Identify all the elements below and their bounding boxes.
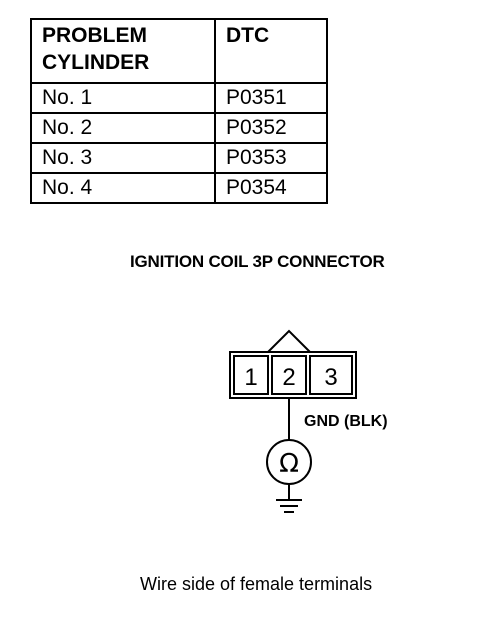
cylinder-cell: No. 4 bbox=[30, 172, 216, 204]
ohm-symbol: Ω bbox=[279, 449, 299, 479]
terminal-cavity-3 bbox=[309, 355, 353, 395]
header-problem-cylinder-text: PROBLEM CYLINDER bbox=[42, 24, 150, 74]
terminal-cavity-1 bbox=[233, 355, 269, 395]
dtc-cell: P0354 bbox=[214, 172, 328, 204]
header-problem-cylinder: PROBLEM CYLINDER bbox=[30, 18, 216, 84]
dtc-cell: P0352 bbox=[214, 112, 328, 144]
table-header-row: PROBLEM CYLINDER DTC bbox=[30, 18, 328, 84]
terminal-label-1: 1 bbox=[244, 364, 257, 391]
table-row: No. 3 P0353 bbox=[30, 142, 328, 174]
cylinder-cell: No. 2 bbox=[30, 112, 216, 144]
cylinder-cell: No. 1 bbox=[30, 82, 216, 114]
connector-housing bbox=[229, 351, 357, 399]
dtc-cell: P0353 bbox=[214, 142, 328, 174]
terminal-cavity-2 bbox=[271, 355, 307, 395]
ground-icon bbox=[276, 484, 302, 513]
table-row: No. 2 P0352 bbox=[30, 112, 328, 144]
table-row: No. 4 P0354 bbox=[30, 172, 328, 204]
dtc-table: PROBLEM CYLINDER DTC No. 1 P0351 No. 2 P… bbox=[30, 18, 328, 204]
dtc-cell: P0351 bbox=[214, 82, 328, 114]
terminal-label-3: 3 bbox=[324, 364, 337, 391]
terminal-label-2: 2 bbox=[282, 364, 295, 391]
caption: Wire side of female terminals bbox=[140, 574, 373, 594]
wire-label: GND (BLK) bbox=[304, 413, 388, 430]
table-row: No. 1 P0351 bbox=[30, 82, 328, 114]
header-dtc: DTC bbox=[214, 18, 328, 84]
connector-title: IGNITION COIL 3P CONNECTOR bbox=[130, 252, 385, 271]
cylinder-cell: No. 3 bbox=[30, 142, 216, 174]
connector-3p bbox=[229, 329, 357, 399]
connector-lock-tab bbox=[267, 329, 311, 353]
